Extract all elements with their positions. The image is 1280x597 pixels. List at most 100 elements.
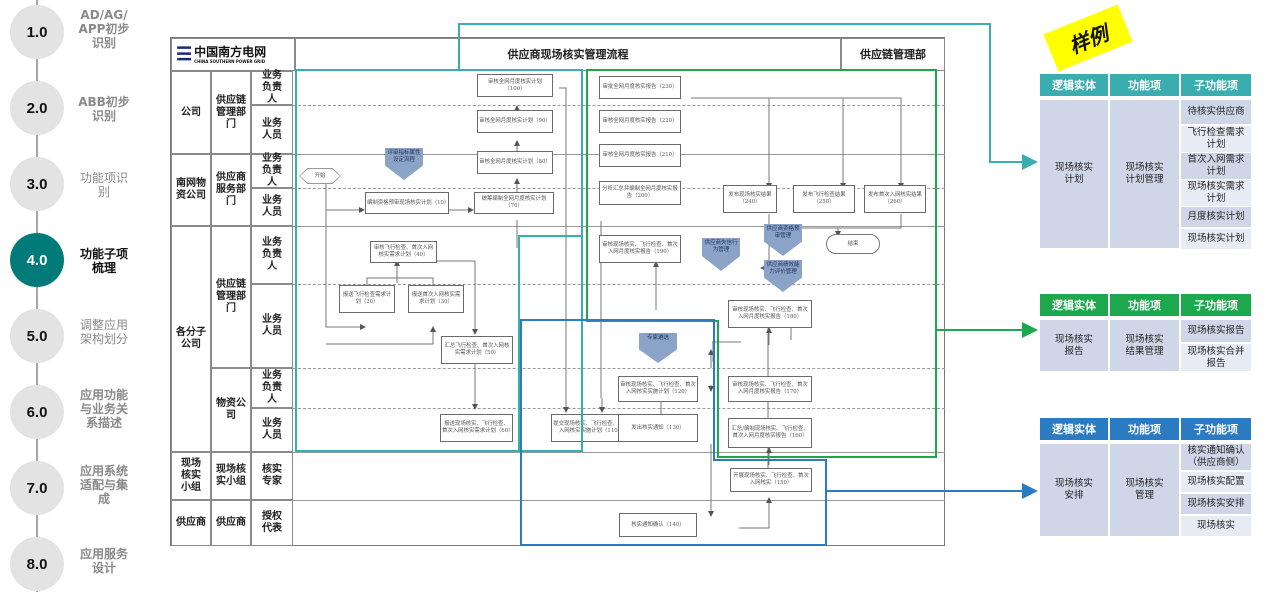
step-label: 调整应用 架构划分 bbox=[79, 318, 128, 346]
process-250[interactable]: 发布飞行检查结果（250） bbox=[793, 185, 855, 213]
sub-function: 现场核实计划 bbox=[1181, 229, 1251, 249]
table-header: 子功能项 bbox=[1181, 418, 1251, 440]
step-2[interactable]: 2.0 ABB初步 识别 bbox=[10, 81, 150, 141]
logo-icon: ☰ bbox=[176, 43, 193, 65]
step-label: 应用系统 适配与集 成 bbox=[79, 464, 128, 506]
process-140[interactable]: 核实通知确认（140） bbox=[619, 513, 697, 537]
process-190[interactable]: 审核现场核实、飞行检查、首次入网月度核实报告（190） bbox=[599, 235, 681, 263]
lane-org: 现场核实小组 bbox=[171, 452, 211, 500]
step-number: 5.0 bbox=[10, 309, 64, 363]
lane-dept: 供应商服务部门 bbox=[211, 154, 251, 226]
logical-entity: 现场核实 报告 bbox=[1040, 320, 1108, 371]
step-label: AD/AG/ APP初步 识别 bbox=[78, 8, 130, 50]
function-item: 现场核实 结果管理 bbox=[1110, 320, 1179, 371]
table-header: 逻辑实体 bbox=[1040, 74, 1108, 96]
step-3[interactable]: 3.0 功能项识 别 bbox=[10, 157, 150, 217]
process-170[interactable]: 审核现场核实、飞行检查、首次入网月度核实报告（170） bbox=[728, 376, 812, 402]
process-flow-diagram: ☰ 中国南方电网 CHINA SOUTHERN POWER GRID 供应商现场… bbox=[170, 37, 945, 546]
table-header: 子功能项 bbox=[1181, 294, 1251, 316]
process-90[interactable]: 审核全网月度核实计划（90） bbox=[477, 110, 553, 133]
lane-dept: 物资公司 bbox=[211, 368, 251, 452]
flow-connectors bbox=[325, 87, 904, 529]
lane-role: 授权代表 bbox=[251, 500, 293, 546]
lane-org: 南网物资公司 bbox=[171, 154, 211, 226]
step-number: 1.0 bbox=[10, 5, 64, 59]
process-10[interactable]: 编制资格预审现场核实计划（10） bbox=[365, 192, 449, 214]
sub-function: 现场核实安排 bbox=[1181, 494, 1251, 514]
process-220[interactable]: 审核全网月度核实报告（220） bbox=[599, 110, 681, 133]
sub-function: 现场核实 bbox=[1181, 516, 1251, 536]
step-4[interactable]: 4.0 功能子项 梳理 bbox=[10, 233, 150, 293]
process-100[interactable]: 审核全网月度核实计划（100） bbox=[477, 74, 553, 97]
logo: ☰ 中国南方电网 CHINA SOUTHERN POWER GRID bbox=[171, 38, 295, 71]
end-node: 结束 bbox=[826, 234, 880, 254]
process-150[interactable]: 开展现场核实、飞行检查、首次入网核实（150） bbox=[730, 468, 812, 492]
sub-function: 待核实供应商 bbox=[1181, 100, 1251, 124]
process-70[interactable]: 统筹编制全网月度核实计划（70） bbox=[474, 192, 554, 214]
lane-role: 业务负责人 bbox=[251, 153, 293, 188]
lane-role: 业务负责人 bbox=[251, 226, 293, 284]
sub-function: 现场核实需求 计划 bbox=[1181, 180, 1251, 206]
table-header: 功能项 bbox=[1110, 418, 1179, 440]
function-item: 现场核实 计划管理 bbox=[1110, 100, 1179, 248]
process-180[interactable]: 审核现场核实、飞行检查、首次入网月度核实报告（180） bbox=[728, 300, 812, 328]
sub-function: 现场核实合并 报告 bbox=[1181, 344, 1251, 371]
process-20[interactable]: 报送飞行检查需求计划（20） bbox=[339, 285, 395, 313]
step-7[interactable]: 7.0 应用系统 适配与集 成 bbox=[10, 461, 150, 521]
process-40[interactable]: 审核飞行检查、首次入网核实需求计划（40） bbox=[370, 241, 437, 263]
process-210[interactable]: 审核全网月度核实报告（210） bbox=[599, 144, 681, 167]
lane-dept: 供应链管理部门 bbox=[211, 71, 251, 154]
step-label: 应用功能 与业务关 系描述 bbox=[79, 388, 128, 430]
step-number: 2.0 bbox=[10, 81, 64, 135]
process-60[interactable]: 报送现场核实、飞行检查、首次入网核实需求计划（60） bbox=[440, 414, 514, 442]
function-item: 现场核实 管理 bbox=[1110, 444, 1179, 536]
start-label: 开始 bbox=[300, 169, 340, 183]
logical-entity: 现场核实 计划 bbox=[1040, 100, 1108, 248]
step-label: 功能项识 别 bbox=[79, 171, 128, 199]
lane-org: 公司 bbox=[171, 71, 211, 154]
table-header: 功能项 bbox=[1110, 294, 1179, 316]
start-node: 开始 bbox=[299, 168, 341, 184]
lane-dept: 供应商 bbox=[211, 500, 251, 546]
process-50[interactable]: 汇总飞行检查、首次入网核实需求计划（50） bbox=[441, 336, 513, 364]
step-number: 4.0 bbox=[10, 233, 64, 287]
step-number: 3.0 bbox=[10, 157, 64, 211]
process-80[interactable]: 审核全网月度核实计划（80） bbox=[477, 151, 553, 174]
lane-org: 供应商 bbox=[171, 500, 211, 546]
lane-role: 核实专家 bbox=[251, 452, 293, 500]
step-label: ABB初步 识别 bbox=[78, 95, 130, 123]
process-160[interactable]: 汇总/编制现场核实、飞行检查、首次入网月度核实报告（160） bbox=[728, 418, 812, 448]
table-header: 逻辑实体 bbox=[1040, 294, 1108, 316]
process-230[interactable]: 审批全网月度核实报告（230） bbox=[599, 76, 681, 99]
process-200[interactable]: 分析汇总并编制全网月度核实报告（200） bbox=[599, 181, 681, 205]
lane-role: 业务人员 bbox=[251, 284, 293, 368]
lane-org: 各分子公司 bbox=[171, 226, 211, 452]
process-120[interactable]: 审核现场核实、飞行检查、首次入网核实实施计划（120） bbox=[618, 376, 698, 402]
process-30[interactable]: 报送首次入网核实需求计划（30） bbox=[408, 285, 464, 313]
step-connector bbox=[36, 0, 38, 592]
process-260[interactable]: 发布首次入网核实结果（260） bbox=[864, 185, 926, 213]
step-label: 应用服务 设计 bbox=[79, 547, 128, 575]
step-1[interactable]: 1.0 AD/AG/ APP初步 识别 bbox=[10, 5, 150, 65]
table-header: 子功能项 bbox=[1181, 74, 1251, 96]
step-number: 7.0 bbox=[10, 461, 64, 515]
lane-role: 业务负责人 bbox=[251, 368, 293, 408]
lane-role: 业务人员 bbox=[251, 188, 293, 226]
step-label: 功能子项 梳理 bbox=[79, 247, 128, 275]
sample-tag: 样例 bbox=[1043, 4, 1133, 72]
sub-function: 首次入网需求 计划 bbox=[1181, 153, 1251, 179]
sub-function: 现场核实配置 bbox=[1181, 472, 1251, 492]
step-5[interactable]: 5.0 调整应用 架构划分 bbox=[10, 309, 150, 369]
process-130[interactable]: 发出核实通知（130） bbox=[618, 414, 698, 442]
sub-function: 核实通知确认 （供应商侧） bbox=[1181, 444, 1251, 470]
logo-text: 中国南方电网 bbox=[194, 44, 267, 59]
logical-entity: 现场核实 安排 bbox=[1040, 444, 1108, 536]
lane-dept: 现场核实小组 bbox=[211, 452, 251, 500]
process-240[interactable]: 发布现场核实结果（240） bbox=[723, 185, 777, 213]
table-header: 逻辑实体 bbox=[1040, 418, 1108, 440]
sub-function: 现场核实报告 bbox=[1181, 320, 1251, 342]
lane-role: 业务人员 bbox=[251, 408, 293, 452]
lane-role: 业务负责人 bbox=[251, 70, 293, 105]
